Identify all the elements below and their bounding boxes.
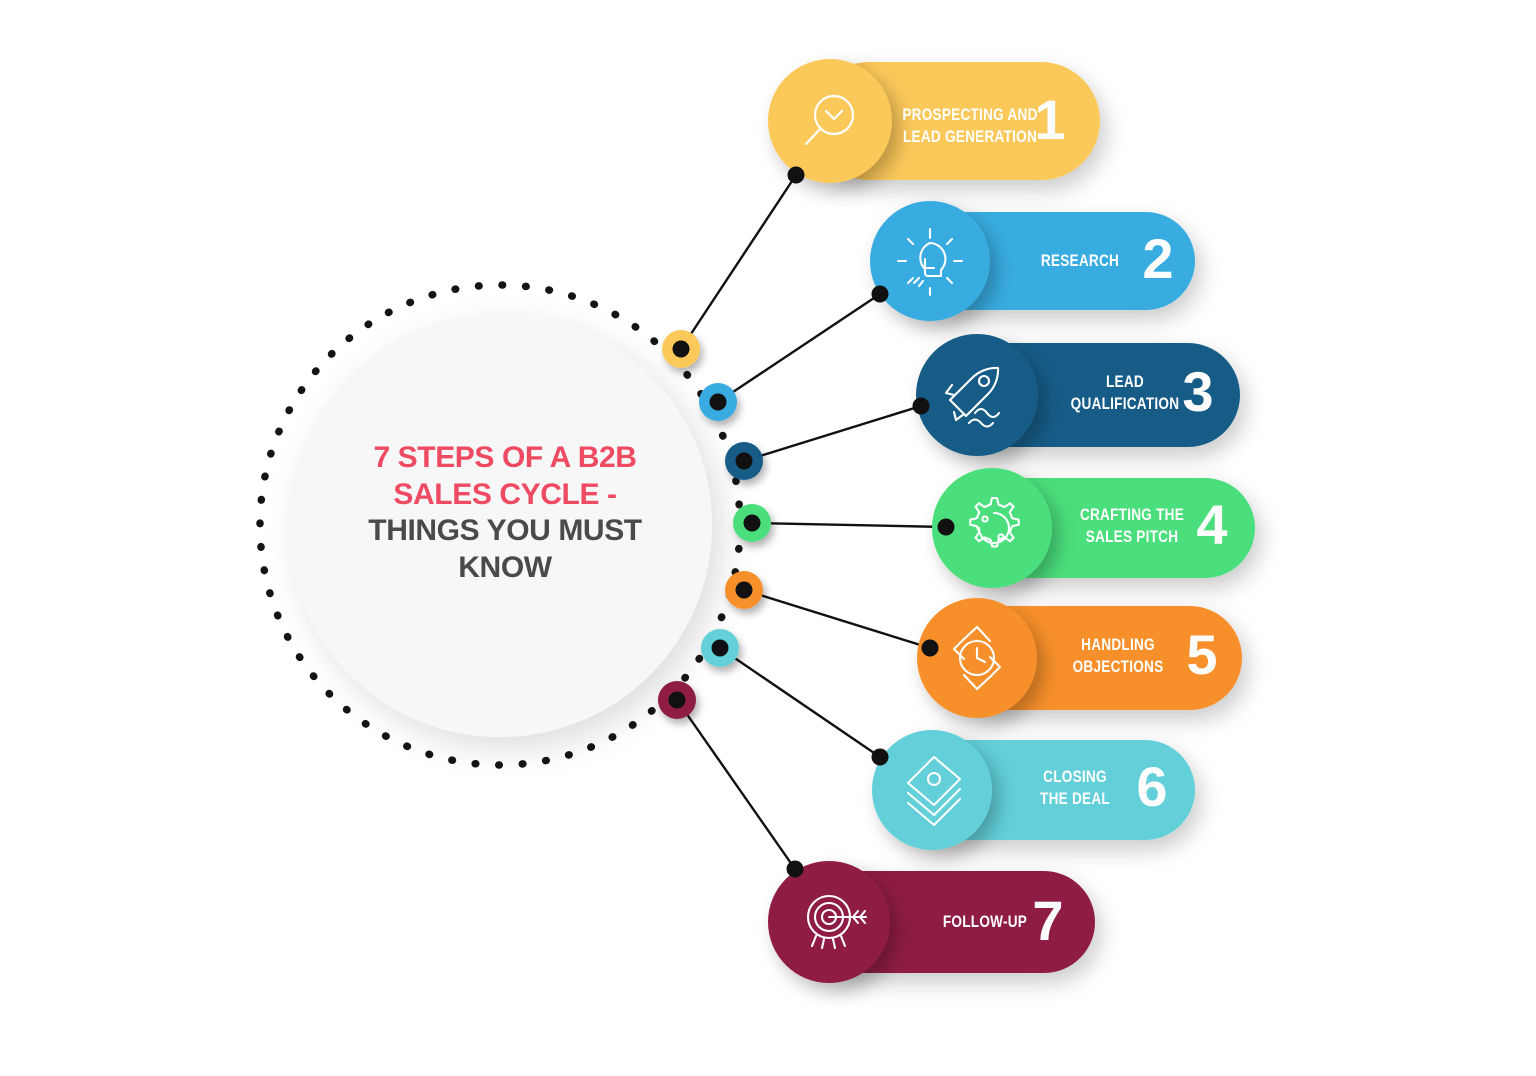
connector-line-7 (676, 699, 796, 870)
connector-line-3 (743, 404, 922, 463)
target-bullseye-arrow-icon (806, 894, 868, 950)
ring-node-4[interactable] (733, 504, 771, 542)
line-end-dots (786, 166, 955, 878)
connector-line-2 (717, 293, 881, 403)
ring-nodes (658, 330, 771, 719)
step-icon-circle-6[interactable] (872, 730, 992, 850)
ring-node-1[interactable] (662, 330, 700, 368)
connector-line-1 (679, 174, 798, 350)
ring-node-7[interactable] (658, 681, 696, 719)
connector-line-4 (751, 521, 947, 529)
lightbulb-idea-icon (896, 227, 964, 297)
line-end-dot-6 (871, 748, 889, 766)
connector-line-5 (743, 588, 931, 650)
step-icon-circle-3[interactable] (916, 334, 1038, 456)
line-end-dot-7 (786, 860, 804, 878)
connector-lines (676, 174, 947, 870)
step-icon-circle-4[interactable] (932, 468, 1052, 588)
step-item-7[interactable] (768, 861, 1095, 983)
step-icon-circle-7[interactable] (768, 861, 890, 983)
step-item-6[interactable] (872, 730, 1195, 850)
ring-node-2[interactable] (699, 383, 737, 421)
ring-node-5[interactable] (725, 571, 763, 609)
step-icon-circle-2[interactable] (870, 201, 990, 321)
step-item-2[interactable] (870, 201, 1195, 321)
gear-settings-icon (969, 496, 1020, 548)
cash-stack-icon (906, 755, 962, 827)
step-item-3[interactable] (916, 334, 1240, 456)
line-end-dot-2 (871, 285, 889, 303)
step-item-4[interactable] (932, 468, 1255, 588)
line-end-dot-4 (937, 518, 955, 536)
magnifier-chevron-icon (804, 94, 855, 146)
step-item-5[interactable] (917, 598, 1242, 718)
step-icon-circle-1[interactable] (768, 59, 892, 183)
center-disc (288, 313, 712, 737)
line-end-dot-1 (787, 166, 805, 184)
line-end-dot-3 (912, 397, 930, 415)
ring-node-6[interactable] (701, 629, 739, 667)
connector-line-6 (719, 647, 881, 758)
rocket-launch-icon (944, 366, 1001, 428)
wristwatch-clock-icon (952, 625, 1002, 691)
ring-node-3[interactable] (725, 442, 763, 480)
step-item-1[interactable] (768, 59, 1100, 183)
line-end-dot-5 (921, 639, 939, 657)
